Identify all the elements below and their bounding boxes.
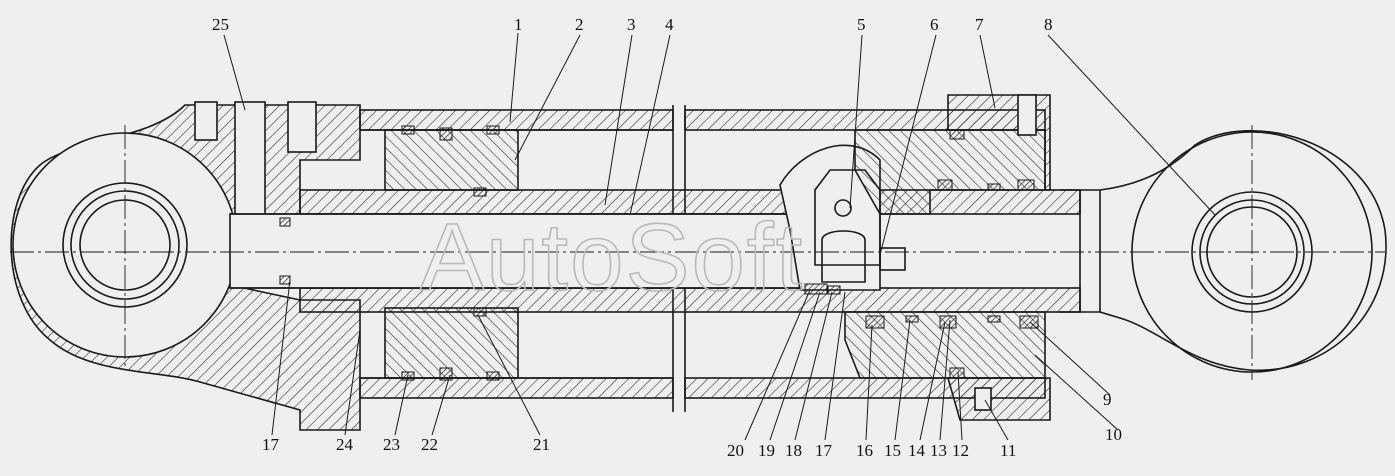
callout-label: 16 [856,441,873,460]
callout-label: 10 [1105,425,1122,444]
callout-label: 15 [884,441,901,460]
cylinder-gland [844,94,1051,421]
callout-label: 23 [383,435,400,454]
watermark-text: AutoSoft [420,204,804,311]
callout-label: 20 [727,441,744,460]
callout-label: 17 [815,441,833,460]
callout-label: 25 [212,15,229,34]
leader-lines [223,32,1216,441]
callouts-top: 25 1 2 3 4 5 6 7 8 [212,15,1053,34]
callout-label: 22 [421,435,438,454]
callout-label: 2 [575,15,584,34]
right-rod-eye [1099,130,1387,373]
callout-label: 18 [785,441,802,460]
callout-label: 24 [336,435,354,454]
center-lines [10,125,1385,380]
callout-label: 1 [514,15,523,34]
callout-label: 4 [665,15,674,34]
callout-label: 13 [930,441,947,460]
callout-label: 5 [857,15,866,34]
callout-label: 14 [908,441,926,460]
callout-label: 6 [930,15,939,34]
callout-label: 9 [1103,390,1112,409]
callout-label: 8 [1044,15,1053,34]
callout-label: 21 [533,435,550,454]
callout-label: 3 [627,15,636,34]
callout-label: 17 [262,435,280,454]
callout-label: 19 [758,441,775,460]
callouts-bottom: 17 24 23 22 21 20 19 18 17 16 15 14 13 1… [262,390,1122,460]
left-eye-end [10,101,361,431]
piston-rod [229,189,1100,313]
callout-label: 12 [952,441,969,460]
callout-label: 11 [1000,441,1016,460]
callout-label: 7 [975,15,984,34]
